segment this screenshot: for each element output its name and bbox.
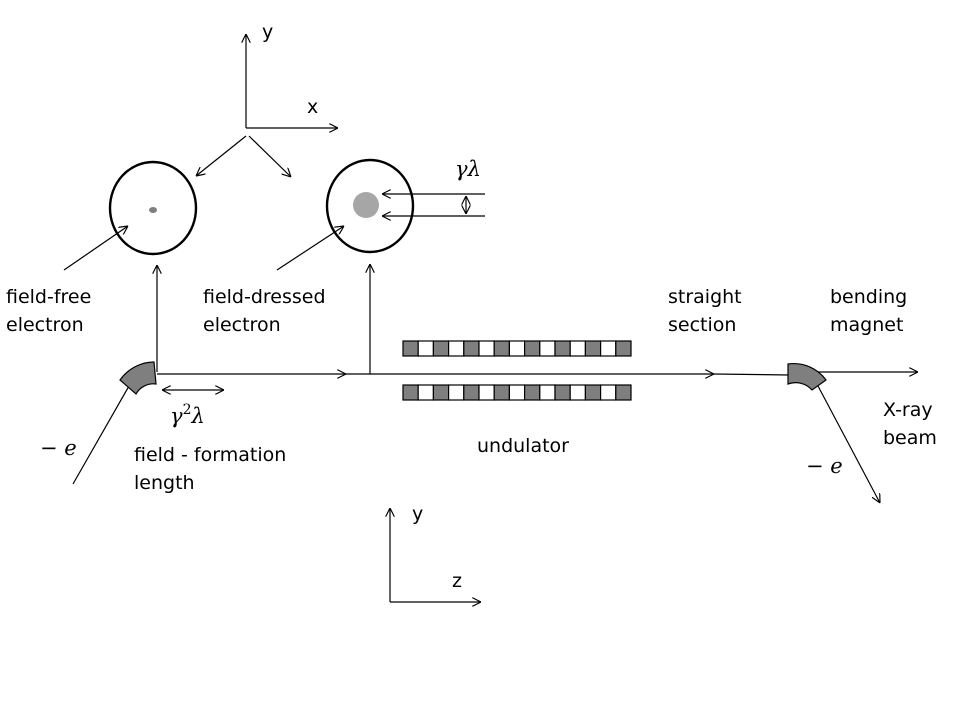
lambda-symbol: λ bbox=[467, 157, 481, 181]
field-free-electron bbox=[63, 160, 198, 372]
undulator-magnet-block bbox=[448, 384, 465, 401]
electron-charge-left: − e bbox=[40, 436, 77, 460]
undulator-magnet-block bbox=[584, 384, 602, 401]
deflected-electron-arrow bbox=[817, 385, 880, 503]
field-dressed-label: field-dressed electron bbox=[203, 286, 326, 336]
electron-charge-right: − e bbox=[806, 454, 843, 478]
undulator-magnet-block bbox=[615, 340, 632, 357]
right-diagonal-arrow bbox=[248, 135, 291, 177]
field-dressed-pointer bbox=[276, 226, 344, 271]
undulator-magnet-block bbox=[402, 384, 419, 401]
undulator-magnet-block bbox=[539, 384, 556, 401]
undulator-magnet-block bbox=[569, 384, 587, 401]
undulator-upper-row bbox=[402, 340, 632, 357]
field-free-circle bbox=[108, 160, 198, 256]
dressed-charge-cloud bbox=[353, 192, 379, 218]
undulator-magnet-block bbox=[417, 340, 435, 357]
formation-length-label: field - formation length bbox=[134, 444, 287, 494]
field-dressed-electron bbox=[276, 158, 485, 374]
undulator-magnet-block bbox=[508, 384, 526, 401]
undulator-magnet-block bbox=[523, 384, 541, 401]
gamma-symbol: γ bbox=[170, 404, 183, 428]
undulator-label: undulator bbox=[477, 435, 569, 457]
undulator-magnet-block bbox=[615, 384, 632, 401]
straight-section-label: straight section bbox=[668, 286, 742, 336]
undulator-magnet-block bbox=[523, 340, 541, 357]
undulator-lower-row bbox=[402, 384, 632, 401]
top-x-axis-label: x bbox=[307, 96, 319, 118]
undulator-magnet-block bbox=[478, 340, 495, 357]
field-free-label: field-free electron bbox=[6, 286, 92, 336]
undulator-magnet-block bbox=[432, 384, 450, 401]
top-axes bbox=[196, 34, 338, 177]
undulator-magnet-block bbox=[569, 340, 587, 357]
bottom-z-axis-label: z bbox=[452, 570, 462, 592]
field-dressed-circle bbox=[325, 158, 415, 254]
undulator-magnet-block bbox=[463, 384, 480, 401]
undulator-magnet-block bbox=[599, 384, 617, 401]
xray-beam-label: X-ray beam bbox=[883, 399, 937, 449]
bottom-y-axis-label: y bbox=[412, 503, 424, 525]
gamma-lambda-label: γλ bbox=[455, 157, 481, 181]
field-free-pointer bbox=[63, 226, 128, 271]
gamma-squared-lambda-label: γ2λ bbox=[170, 402, 205, 428]
undulator-magnet-block bbox=[539, 340, 556, 357]
bottom-axes bbox=[390, 508, 481, 602]
entrance-bending-magnet bbox=[119, 361, 157, 395]
undulator-magnet-block bbox=[493, 384, 511, 401]
beam-segment-3 bbox=[713, 373, 791, 376]
bending-magnet-label: bending magnet bbox=[830, 286, 908, 336]
undulator-magnet-block bbox=[432, 340, 450, 357]
undulator-magnet-block bbox=[417, 384, 435, 401]
exit-bending-magnet bbox=[787, 363, 827, 391]
undulator-magnet-block bbox=[448, 340, 465, 357]
square-exponent: 2 bbox=[182, 402, 192, 418]
undulator-magnet-block bbox=[584, 340, 602, 357]
beam-line bbox=[72, 372, 918, 503]
incoming-electron-arrow bbox=[72, 385, 130, 485]
undulator-magnet-block bbox=[508, 340, 526, 357]
top-y-axis-label: y bbox=[262, 21, 274, 43]
undulator-magnet-block bbox=[463, 340, 480, 357]
undulator-magnet-block bbox=[402, 340, 419, 357]
point-charge bbox=[149, 207, 157, 213]
undulator-magnet-block bbox=[554, 340, 571, 357]
lambda-symbol: λ bbox=[191, 404, 205, 428]
gamma-symbol: γ bbox=[455, 157, 468, 181]
undulator-magnet-block bbox=[478, 384, 495, 401]
undulator-magnet-block bbox=[554, 384, 571, 401]
undulator-magnet-block bbox=[599, 340, 617, 357]
undulator-magnet-block bbox=[493, 340, 511, 357]
left-diagonal-arrow bbox=[196, 135, 247, 176]
